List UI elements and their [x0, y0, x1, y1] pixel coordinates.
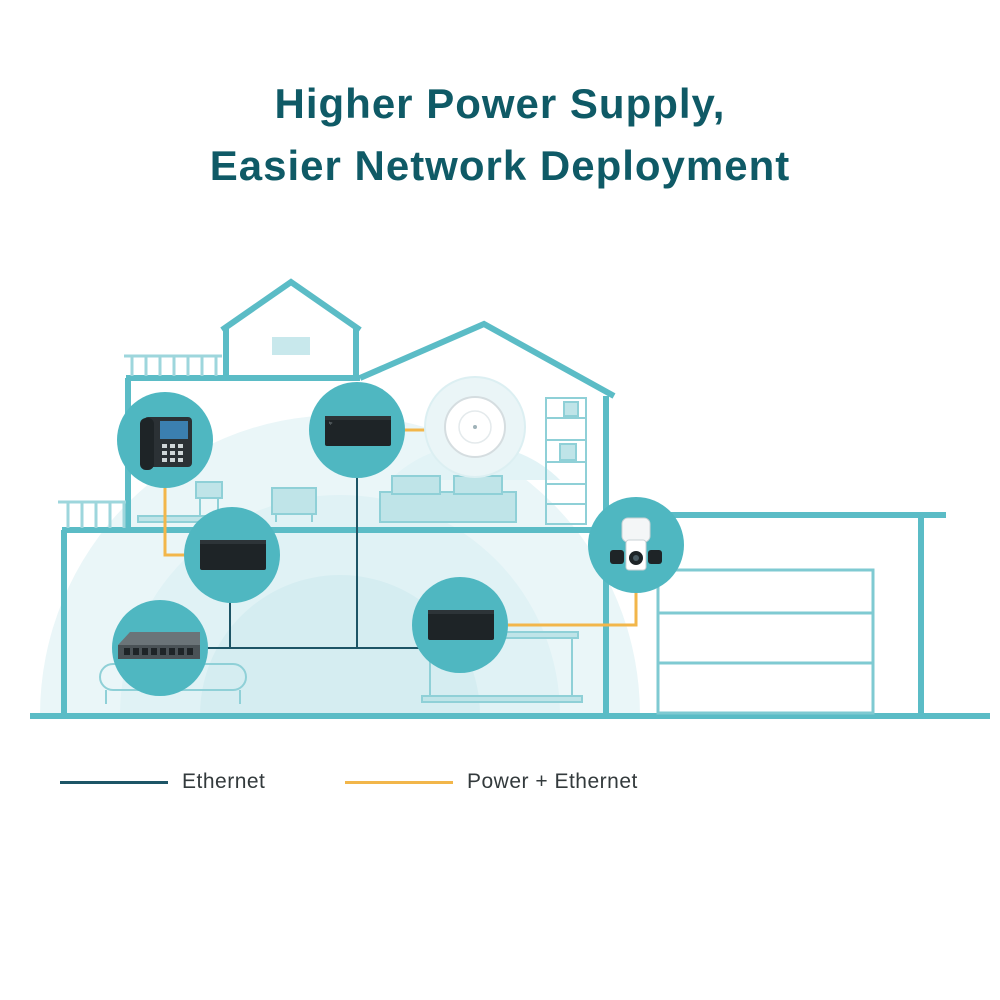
legend-line-ethernet: [60, 780, 168, 784]
legend-label-poe: Power + Ethernet: [467, 770, 638, 793]
legend-label-ethernet: Ethernet: [182, 770, 266, 793]
page-title-line-1: Higher Power Supply,: [274, 80, 726, 127]
legend-line-poe: [345, 780, 453, 784]
access-point-icon: [444, 396, 506, 458]
page-title-line-2: Easier Network Deployment: [209, 142, 791, 189]
roof-railing: [124, 354, 222, 376]
poe-switch-icon: [428, 610, 494, 640]
ip-camera-icon: [610, 517, 662, 571]
garage-door: [656, 568, 875, 715]
svg-text:tp: tp: [329, 420, 333, 425]
attic-window: [272, 337, 310, 355]
legend-ethernet: Ethernet: [60, 770, 265, 794]
house-outline: [30, 278, 990, 719]
ip-phone-icon: [140, 417, 192, 470]
desktop-switch-icon: [118, 632, 200, 659]
poe-cables: [163, 428, 638, 627]
balcony-railing: [58, 500, 126, 528]
legend-poe: Power + Ethernet: [345, 770, 638, 794]
poe-switch-icon: [200, 540, 266, 570]
poe-switch-icon: tp: [325, 416, 391, 446]
network-house-diagram: tp: [30, 278, 990, 719]
